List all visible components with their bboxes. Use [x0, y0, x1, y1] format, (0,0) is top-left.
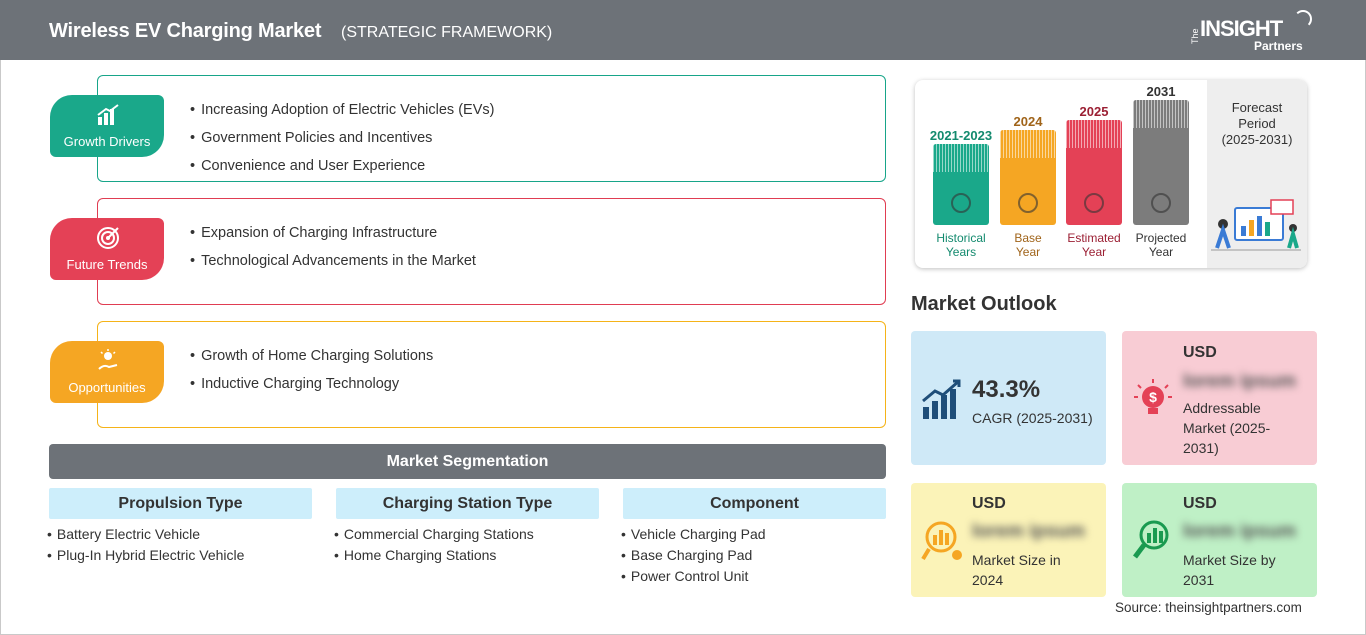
timeline-bar-2024	[1000, 130, 1056, 225]
size-2024-currency: USD	[972, 495, 1006, 512]
future-trends-card: Expansion of Charging Infrastructure Tec…	[97, 198, 886, 305]
logo-arc-icon	[1294, 10, 1312, 28]
timeline-year-2025: 2025	[1079, 104, 1109, 119]
size-2024-label: Market Size in 2024	[972, 552, 1061, 588]
growth-drivers-badge: Growth Drivers	[50, 95, 164, 157]
list-item: Commercial Charging Stations	[334, 524, 534, 545]
badge-label: Future Trends	[66, 257, 148, 272]
growth-drivers-list: Increasing Adoption of Electric Vehicles…	[190, 96, 494, 180]
segment-list-propulsion: Battery Electric Vehicle Plug-In Hybrid …	[47, 524, 245, 566]
list-item: Expansion of Charging Infrastructure	[190, 219, 476, 247]
list-item: Increasing Adoption of Electric Vehicles…	[190, 96, 494, 124]
target-icon	[97, 227, 119, 249]
hand-lightbulb-icon	[98, 349, 118, 370]
page-subtitle: (STRATEGIC FRAMEWORK)	[341, 24, 553, 41]
opportunities-badge: Opportunities	[50, 341, 164, 403]
list-item: Inductive Charging Technology	[190, 370, 433, 398]
bar-stripes	[933, 144, 989, 172]
market-outlook-title: Market Outlook	[911, 293, 1057, 315]
badge-label: Growth Drivers	[63, 134, 151, 149]
bar-stripes	[1066, 120, 1122, 148]
addressable-label: Addressable Market (2025- 2031)	[1183, 400, 1271, 456]
forecast-title: Forecast Period	[1231, 100, 1283, 131]
future-trends-badge: Future Trends	[50, 218, 164, 280]
segment-heading-charging-station: Charging Station Type	[336, 488, 599, 519]
cagr-label: CAGR (2025-2031)	[972, 410, 1093, 426]
estimate-icon	[1084, 193, 1104, 213]
size-2031-value: lorem ipsum	[1183, 521, 1296, 542]
list-item: Battery Electric Vehicle	[47, 524, 244, 545]
bar-stripes	[1133, 100, 1189, 128]
size-2031-currency: USD	[1183, 495, 1217, 512]
size-2024-value: lorem ipsum	[972, 521, 1085, 542]
timeline-bar-2031	[1133, 100, 1189, 225]
header-bar: Wireless EV Charging Market (STRATEGIC F…	[0, 0, 1366, 60]
list-item: Base Charging Pad	[621, 545, 766, 566]
addressable-market-tile: $ USD lorem ipsum Addressable Market (20…	[1122, 331, 1317, 465]
addressable-currency: USD	[1183, 344, 1217, 361]
list-item: Convenience and User Experience	[190, 152, 494, 180]
timeline-bar-2025	[1066, 120, 1122, 225]
lightbulb-dollar-icon: $	[1134, 379, 1172, 414]
presentation-icon	[1151, 193, 1171, 213]
timeline-year-2021-2023: 2021-2023	[929, 128, 993, 143]
calendar-icon	[1018, 193, 1038, 213]
segment-list-charging-station: Commercial Charging Stations Home Chargi…	[334, 524, 534, 566]
magnifier-chart-icon	[1133, 520, 1169, 559]
timeline-bar-2021-2023	[933, 144, 989, 225]
bar-stripes	[1000, 130, 1056, 158]
source-note: Source: theinsightpartners.com	[1115, 600, 1302, 615]
opportunities-card: Growth of Home Charging Solutions Induct…	[97, 321, 886, 428]
list-item: Growth of Home Charging Solutions	[190, 342, 433, 370]
list-item: Government Policies and Incentives	[190, 124, 494, 152]
list-item: Plug-In Hybrid Electric Vehicle	[47, 545, 245, 566]
list-item: Vehicle Charging Pad	[621, 524, 766, 545]
future-trends-list: Expansion of Charging Infrastructure Tec…	[190, 219, 476, 275]
addressable-value: lorem ipsum	[1183, 371, 1296, 392]
market-size-2031-tile: USD lorem ipsum Market Size by 2031	[1122, 483, 1317, 597]
growth-chart-icon	[922, 379, 961, 419]
forecast-range: (2025-2031)	[1221, 132, 1293, 147]
list-item: Technological Advancements in the Market	[190, 247, 476, 275]
list-item: Home Charging Stations	[334, 545, 534, 566]
timeline-year-2024: 2024	[1013, 114, 1043, 129]
timeline-year-2031: 2031	[1146, 84, 1176, 99]
segment-list-component: Vehicle Charging Pad Base Charging Pad P…	[621, 524, 766, 587]
page-title: Wireless EV Charging Market	[49, 20, 322, 42]
insight-partners-logo[interactable]: The INSIGHT Partners	[1190, 10, 1320, 54]
list-item: Power Control Unit	[621, 566, 766, 587]
size-2031-label: Market Size by 2031	[1183, 552, 1276, 588]
cagr-tile: 43.3% CAGR (2025-2031)	[911, 331, 1106, 465]
segment-heading-component: Component	[623, 488, 886, 519]
cagr-value: 43.3%	[972, 376, 1041, 403]
money-chart-icon	[921, 521, 962, 561]
forecast-analytics-icon	[1211, 199, 1301, 251]
history-icon	[951, 193, 971, 213]
bar-growth-icon	[97, 104, 119, 125]
market-size-2024-tile: USD lorem ipsum Market Size in 2024	[911, 483, 1106, 597]
badge-label: Opportunities	[68, 380, 146, 395]
segment-heading-propulsion: Propulsion Type	[49, 488, 312, 519]
opportunities-list: Growth of Home Charging Solutions Induct…	[190, 342, 433, 398]
segmentation-title: Market Segmentation	[49, 444, 886, 479]
growth-drivers-card: Increasing Adoption of Electric Vehicles…	[97, 75, 886, 182]
svg-text:$: $	[1149, 389, 1157, 405]
